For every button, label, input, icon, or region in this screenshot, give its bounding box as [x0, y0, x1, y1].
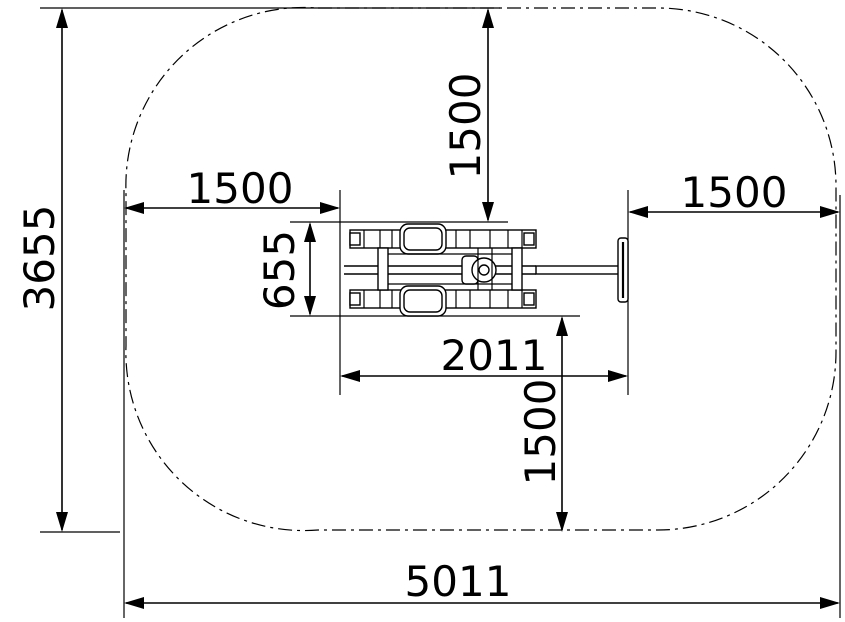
dimension-clearance-top-label: 1500 — [441, 73, 490, 180]
dimension-total-height: 3655 — [15, 7, 500, 533]
dimension-equipment-length: 2011 — [340, 331, 628, 382]
equipment-top-view — [344, 223, 629, 317]
dimension-equipment-width: 655 — [255, 222, 580, 317]
dimension-equipment-width-label: 655 — [255, 230, 304, 310]
dimension-clearance-bottom: 1500 — [516, 316, 568, 532]
dimension-clearance-bottom-label: 1500 — [516, 379, 565, 486]
dimension-clearance-right: 1500 — [627, 168, 840, 395]
dimension-clearance-left: 1500 — [124, 164, 341, 395]
dimension-clearance-right-label: 1500 — [681, 168, 788, 217]
safety-zone-outline — [125, 6, 837, 532]
dimension-total-height-label: 3655 — [15, 205, 64, 312]
dimension-clearance-top: 1500 — [290, 8, 508, 223]
dimension-equipment-length-label: 2011 — [441, 331, 548, 380]
dimension-total-width-label: 5011 — [405, 557, 512, 606]
dimension-total-width: 5011 — [123, 190, 841, 618]
dimension-clearance-left-label: 1500 — [187, 164, 294, 213]
